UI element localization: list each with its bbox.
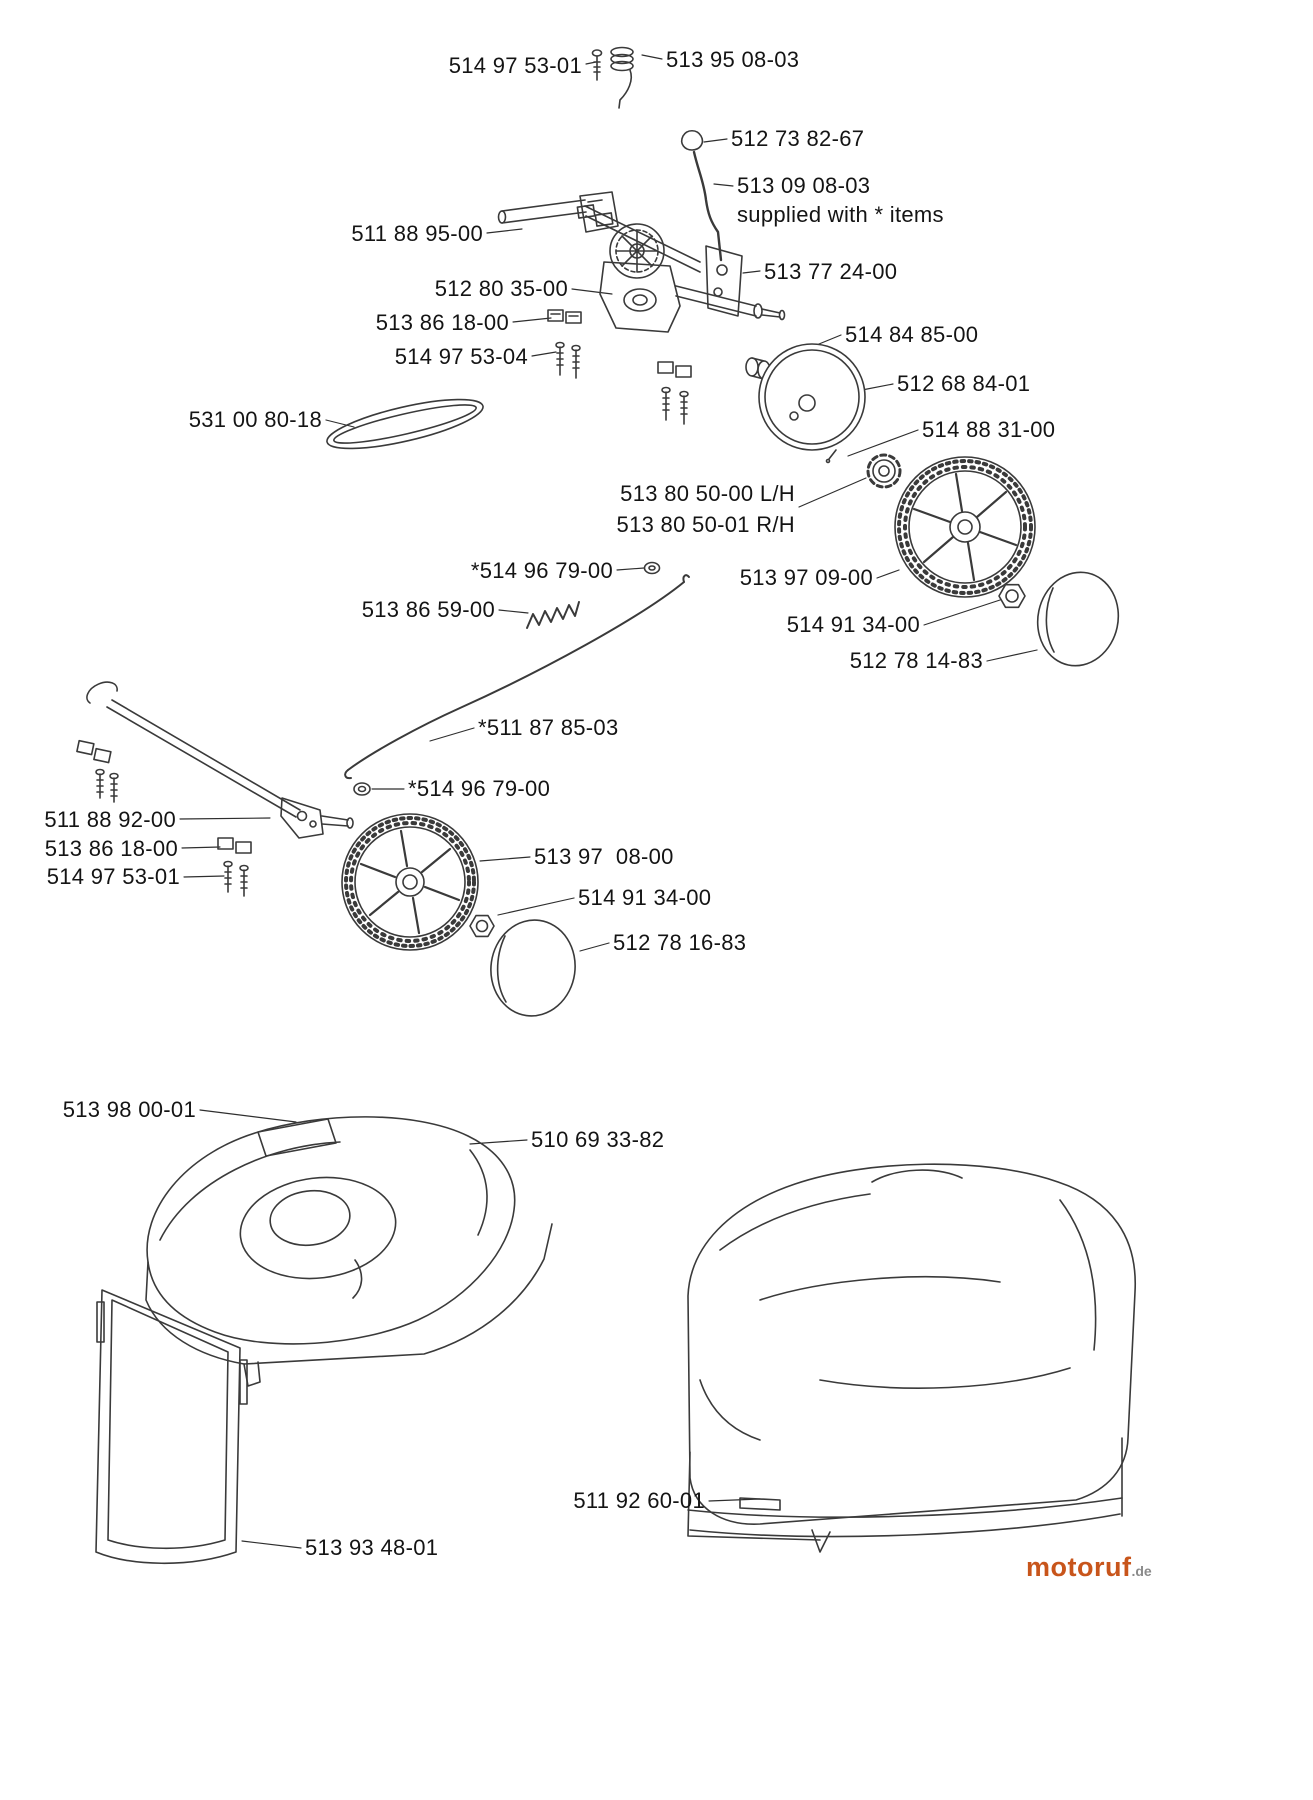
front-hubcap [490,919,576,1017]
watermark: motoruf.de [1026,1552,1152,1583]
part-label: 513 86 59-00 [361,597,495,622]
part-label: 512 80 35-00 [434,276,568,301]
part-label: 514 91 34-00 [578,885,712,910]
front-axle-assembly [76,681,354,897]
washer-lower [353,782,371,796]
part-label: 512 78 16-83 [613,930,747,955]
transmission-assembly [584,205,786,333]
part-label: 511 88 92-00 [44,807,176,832]
spring-icon [610,46,634,109]
rear-hubcap [1036,571,1120,667]
part-label: 513 86 18-00 [44,836,178,861]
part-label: *514 96 79-00 [408,776,551,801]
part-label: 513 95 08-03 [666,47,800,72]
part-label: 514 97 53-01 [46,864,180,889]
watermark-brand: motoruf [1026,1552,1132,1582]
throttle-rod [692,150,723,262]
part-label: 513 93 48-01 [305,1535,439,1560]
part-label: 514 88 31-00 [922,417,1056,442]
clamp-screws-right [657,361,692,425]
knob-icon [680,129,704,151]
handlebar-assembly [497,191,619,233]
grass-bag [687,1163,1136,1553]
watermark-tld: .de [1131,1563,1152,1579]
rear-wheel-nut [998,583,1026,609]
part-label: 513 86 18-00 [375,310,509,335]
washer-upper [643,561,661,575]
clutch-cable [344,574,690,780]
part-label: *514 96 79-00 [470,558,613,583]
part-label: 513 98 00-01 [62,1097,196,1122]
screw-icon [591,49,603,81]
part-label: 513 77 24-00 [764,259,898,284]
part-label: 531 00 80-18 [188,407,322,432]
deck-front-flap [95,1289,248,1565]
part-label: 513 97 09-00 [739,565,873,590]
note-supplied-with-items: supplied with * items [737,202,944,227]
cable-spring [526,601,580,629]
part-label: 512 73 82-67 [731,126,865,151]
drive-disc-assembly [745,343,866,464]
part-label: 514 91 34-00 [786,612,920,637]
part-label: 513 80 50-01 R/H [616,512,795,537]
part-label: 512 68 84-01 [897,371,1031,396]
mower-deck [145,1116,553,1387]
part-label: 511 92 60-01 [573,1488,705,1513]
front-wheel [341,813,479,951]
part-label: 513 80 50-00 L/H [620,481,795,506]
part-label: 511 88 95-00 [351,221,483,246]
part-label: 513 09 08-03 [737,173,871,198]
part-label: 510 69 33-82 [531,1127,665,1152]
part-label: *511 87 85-03 [478,715,619,740]
rear-wheel [894,456,1036,598]
part-label: 513 97 08-00 [534,844,674,869]
part-label: 514 97 53-04 [394,344,528,369]
drive-belt [326,398,484,450]
part-label: 514 84 85-00 [845,322,979,347]
front-wheel-nut [469,914,495,938]
part-label: 512 78 14-83 [849,648,983,673]
leader-lines [179,54,1038,1549]
clamp-screws-left [547,309,582,379]
pinion-gear [866,453,902,489]
part-label: 514 97 53-01 [448,53,582,78]
